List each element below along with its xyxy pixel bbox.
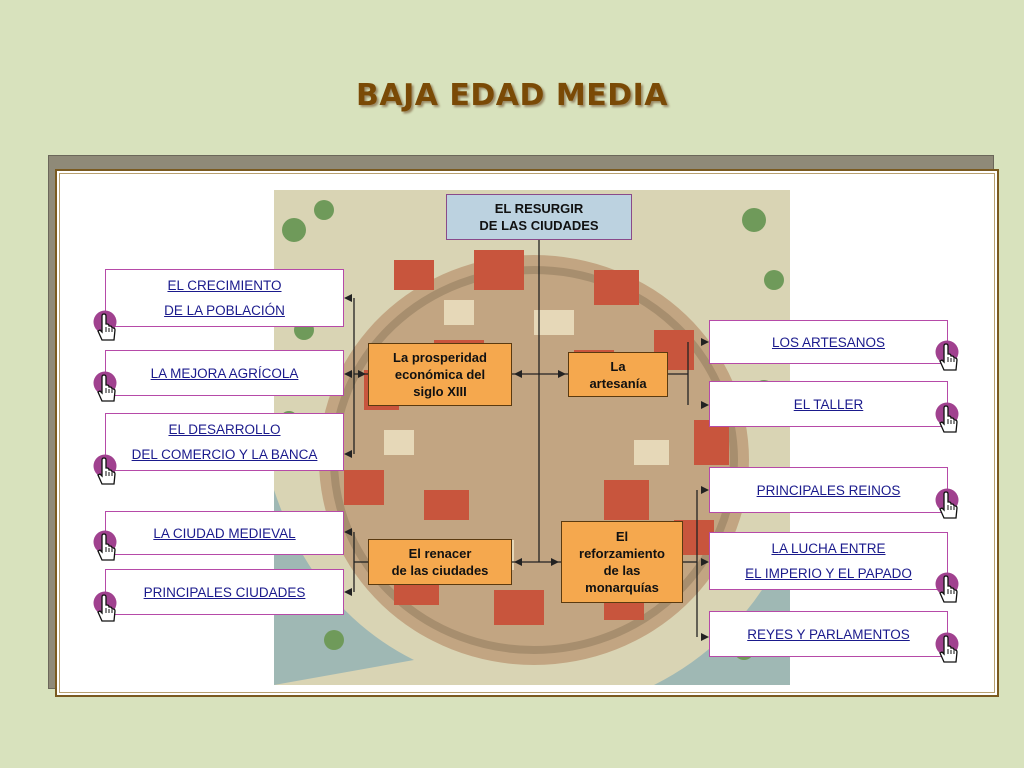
category-label: económica del bbox=[394, 367, 486, 382]
link-box-artesanos: LOS ARTESANOS bbox=[709, 320, 948, 364]
category-label: La bbox=[610, 358, 626, 374]
hand-pointer-icon[interactable] bbox=[93, 371, 121, 405]
hand-pointer-icon[interactable] bbox=[935, 340, 963, 374]
hand-pointer-icon[interactable] bbox=[935, 572, 963, 606]
category-label: El bbox=[615, 529, 629, 544]
link-crecimiento-poblacion-line2[interactable]: DE LA POBLACIÓN bbox=[164, 303, 285, 318]
category-label: siglo XIII bbox=[413, 384, 467, 399]
category-label: de las ciudades bbox=[391, 563, 489, 578]
category-label: reforzamiento bbox=[579, 546, 665, 561]
hand-pointer-icon[interactable] bbox=[935, 402, 963, 436]
category-renacer: El renacer de las ciudades bbox=[368, 539, 512, 585]
link-mejora-agricola[interactable]: LA MEJORA AGRÍCOLA bbox=[150, 365, 299, 381]
category-monarquias: El reforzamiento de las monarquías bbox=[561, 521, 683, 603]
category-prosperidad: La prosperidad económica del siglo XIII bbox=[368, 343, 512, 406]
link-box-ciudad-medieval: LA CIUDAD MEDIEVAL bbox=[105, 511, 344, 555]
link-box-principales-ciudades: PRINCIPALES CIUDADES bbox=[105, 569, 344, 615]
link-desarrollo-comercio-line2[interactable]: DEL COMERCIO Y LA BANCA bbox=[131, 447, 318, 462]
category-label: artesanía bbox=[589, 375, 647, 391]
hand-pointer-icon[interactable] bbox=[935, 632, 963, 666]
hand-pointer-icon[interactable] bbox=[93, 310, 121, 344]
link-box-desarrollo: EL DESARROLLO DEL COMERCIO Y LA BANCA bbox=[105, 413, 344, 471]
link-artesanos[interactable]: LOS ARTESANOS bbox=[771, 334, 886, 350]
link-box-reyes: REYES Y PARLAMENTOS bbox=[709, 611, 948, 657]
main-topic-box: EL RESURGIR DE LAS CIUDADES bbox=[446, 194, 632, 240]
link-box-taller: EL TALLER bbox=[709, 381, 948, 427]
link-box-crecimiento: EL CRECIMIENTO DE LA POBLACIÓN bbox=[105, 269, 344, 327]
link-principales-ciudades[interactable]: PRINCIPALES CIUDADES bbox=[143, 584, 306, 600]
category-artesania: La artesanía bbox=[568, 352, 668, 397]
hand-pointer-icon[interactable] bbox=[93, 591, 121, 625]
main-topic-line2: DE LAS CIUDADES bbox=[479, 218, 599, 233]
main-topic-line1: EL RESURGIR bbox=[494, 201, 584, 216]
link-lucha-imperio-papado[interactable]: LA LUCHA ENTRE bbox=[771, 541, 886, 556]
category-label: La prosperidad bbox=[393, 350, 487, 365]
hand-pointer-icon[interactable] bbox=[93, 530, 121, 564]
link-box-lucha: LA LUCHA ENTRE EL IMPERIO Y EL PAPADO bbox=[709, 532, 948, 590]
link-lucha-imperio-papado-line2[interactable]: EL IMPERIO Y EL PAPADO bbox=[745, 566, 912, 581]
link-desarrollo-comercio[interactable]: EL DESARROLLO bbox=[168, 422, 281, 437]
link-reyes-parlamentos[interactable]: REYES Y PARLAMENTOS bbox=[747, 626, 910, 642]
page-title: BAJA EDAD MEDIA bbox=[356, 78, 668, 113]
link-box-mejora-agricola: LA MEJORA AGRÍCOLA bbox=[105, 350, 344, 396]
hand-pointer-icon[interactable] bbox=[93, 454, 121, 488]
hand-pointer-icon[interactable] bbox=[935, 488, 963, 522]
link-principales-reinos[interactable]: PRINCIPALES REINOS bbox=[756, 482, 901, 498]
link-box-principales-reinos: PRINCIPALES REINOS bbox=[709, 467, 948, 513]
category-label: de las bbox=[603, 563, 641, 578]
category-label: El renacer bbox=[408, 546, 472, 561]
link-crecimiento-poblacion[interactable]: EL CRECIMIENTO bbox=[167, 278, 282, 293]
category-label: monarquías bbox=[585, 580, 659, 595]
link-taller[interactable]: EL TALLER bbox=[793, 396, 864, 412]
link-ciudad-medieval[interactable]: LA CIUDAD MEDIEVAL bbox=[153, 525, 296, 541]
